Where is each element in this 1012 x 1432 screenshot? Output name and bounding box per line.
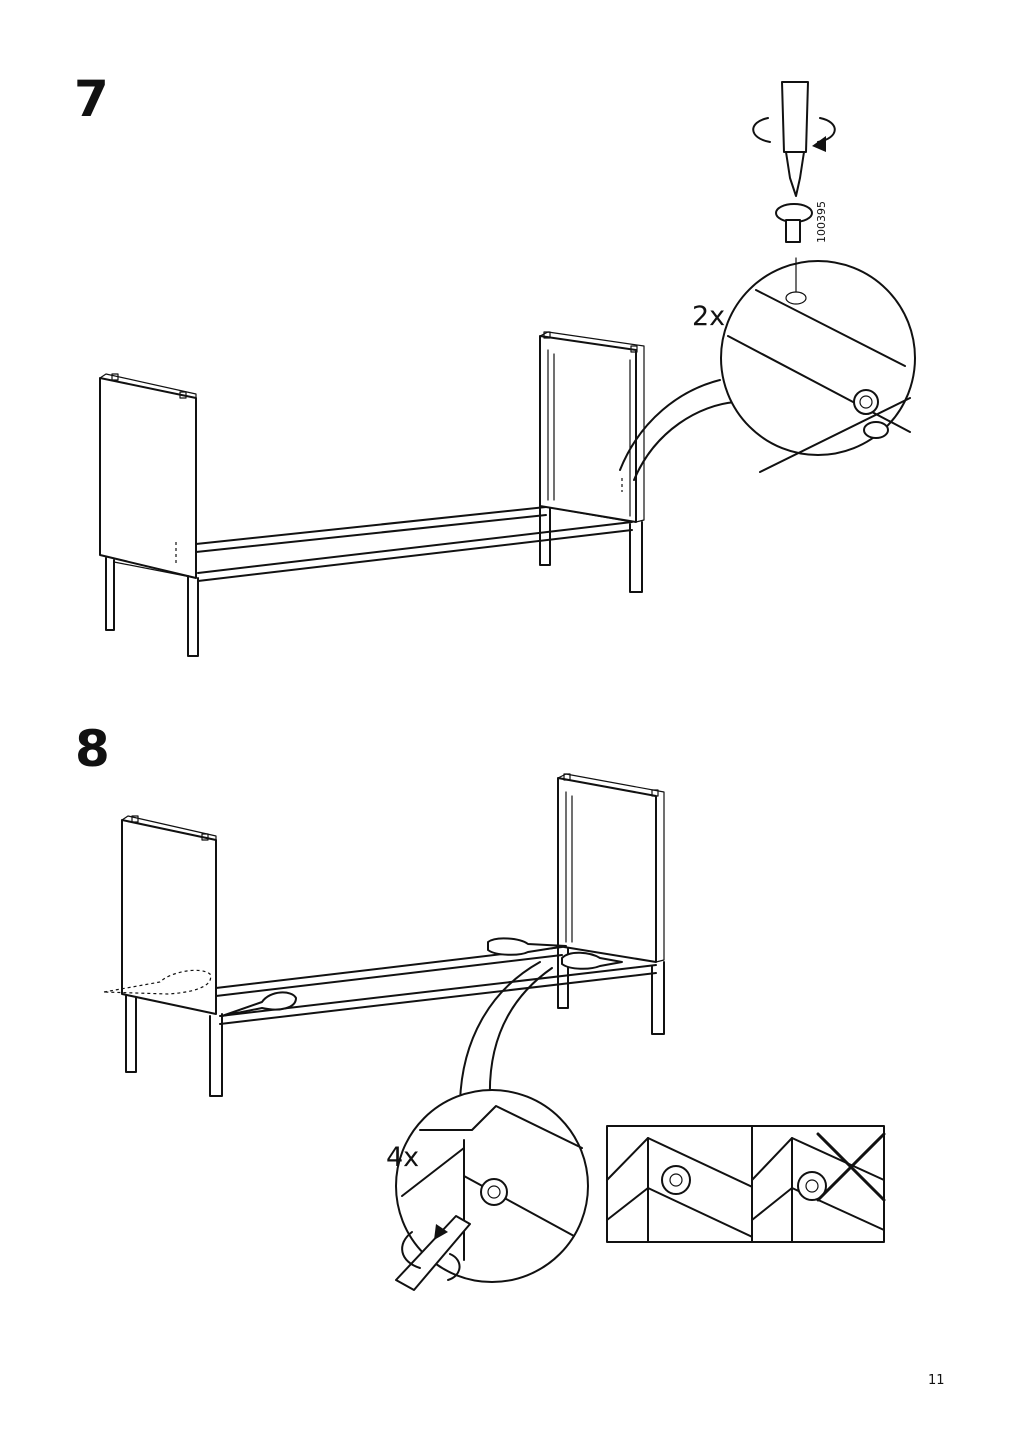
wrong-cross-icon	[816, 1132, 886, 1202]
screw-icon	[480, 1178, 508, 1206]
rotate-clockwise-icon	[752, 117, 836, 152]
part-screw-icon	[775, 203, 813, 243]
step-7-part-number: 100395	[815, 201, 828, 243]
page-number: 11	[928, 1373, 945, 1388]
step-8-callout-tail	[459, 961, 541, 1103]
step-8-detail-circle	[395, 1089, 589, 1291]
step-8-quantity: 4x	[386, 1142, 419, 1173]
step-8-bench-frame	[103, 773, 665, 1097]
screwdriver-icon	[781, 81, 809, 197]
step-8-correct-detail	[606, 1125, 764, 1243]
step-7-callout-tail	[619, 379, 721, 471]
step-7-detail-circle	[720, 257, 916, 473]
step-7-quantity: 2x	[692, 301, 725, 332]
screw-icon	[853, 389, 879, 415]
step-8-number: 8	[75, 720, 110, 778]
step-7-bench-frame	[99, 331, 645, 657]
step-7-number: 7	[74, 70, 109, 128]
rotate-clockwise-icon	[401, 1224, 461, 1281]
step-8-incorrect-detail	[751, 1125, 886, 1243]
